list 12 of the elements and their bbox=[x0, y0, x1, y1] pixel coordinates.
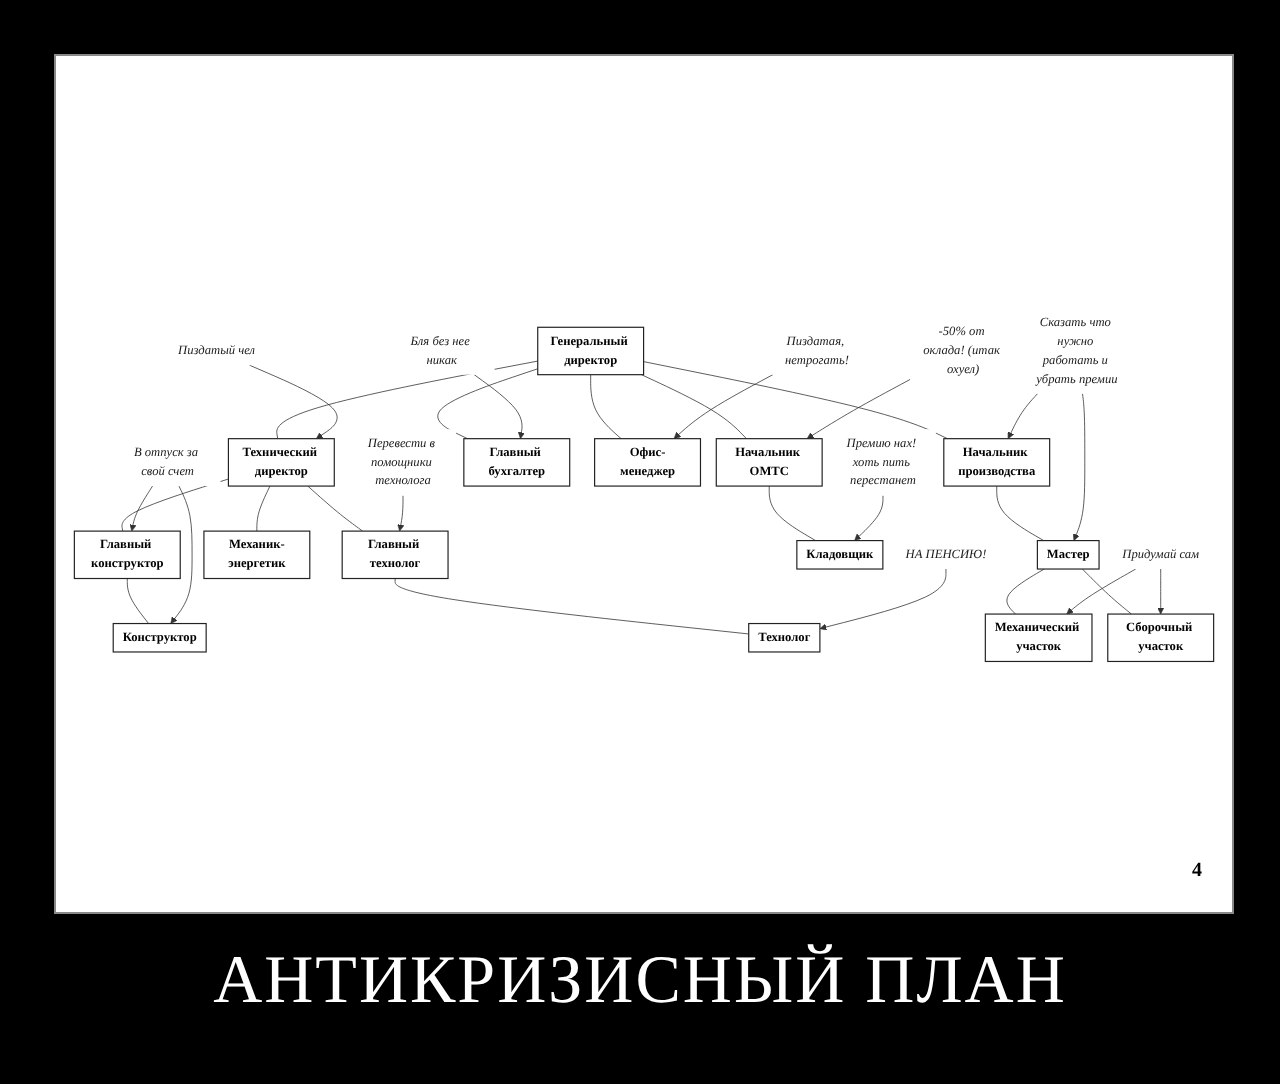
connector bbox=[768, 484, 817, 541]
connector bbox=[394, 577, 750, 634]
connector bbox=[996, 484, 1045, 541]
connector bbox=[590, 373, 622, 439]
connector bbox=[256, 484, 271, 531]
page-number: 4 bbox=[1192, 860, 1202, 882]
connector bbox=[1006, 567, 1045, 614]
connector bbox=[307, 484, 363, 531]
connector bbox=[126, 577, 149, 624]
connector bbox=[1081, 567, 1132, 614]
connector bbox=[641, 373, 747, 439]
caption: АНТИКРИЗИСНЫЙ ПЛАН bbox=[211, 944, 1069, 1020]
